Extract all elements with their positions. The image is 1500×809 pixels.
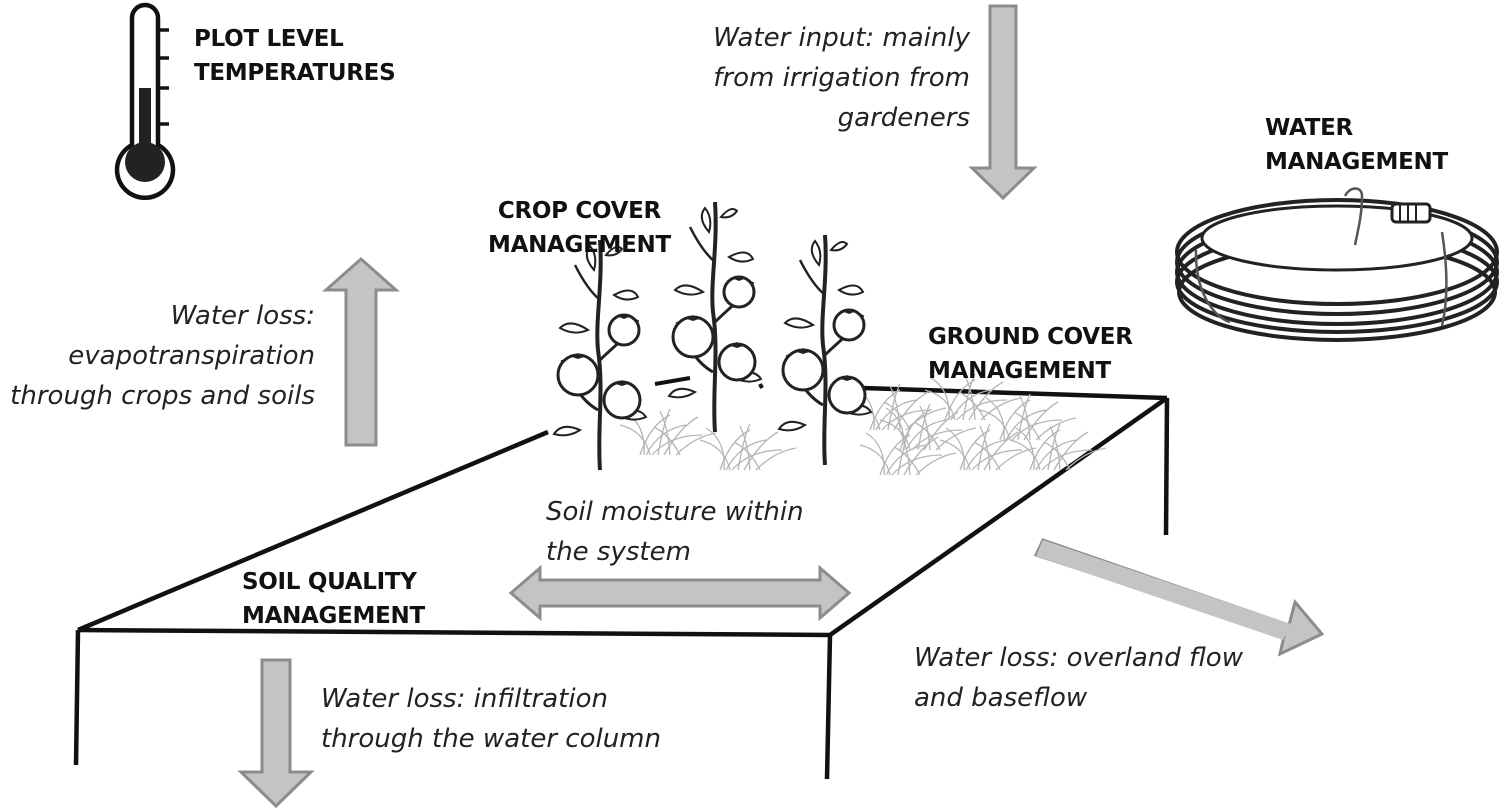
garden-hose-icon: [1175, 187, 1499, 342]
water-input-line-1: Water input: mainly: [713, 23, 970, 53]
water-management-line-1: WATER: [1265, 115, 1353, 141]
infiltration-line-1: Water loss: infiltration: [321, 684, 608, 714]
evapotranspiration-arrow: [322, 256, 400, 447]
soil-moisture-line-2: the system: [546, 537, 691, 567]
water-input-line-3: gardeners: [837, 103, 970, 133]
plot-temperatures-line-2: TEMPERATURES: [194, 60, 396, 86]
crop-cover-line-1: CROP COVER: [497, 198, 661, 224]
plot-temperatures-line-1: PLOT LEVEL: [194, 26, 344, 52]
infiltration-line-2: through the water column: [321, 724, 661, 754]
water-input-arrow: [968, 4, 1038, 201]
overland-flow-line-2: and baseflow: [914, 683, 1088, 713]
soil-moisture-arrow: [508, 564, 852, 622]
evapotranspiration-label: Water loss: evapotranspiration through c…: [10, 296, 315, 416]
soil-quality-line-1: SOIL QUALITY: [242, 569, 417, 595]
evapotranspiration-line-1: Water loss:: [170, 301, 315, 331]
ground-cover-line-1: GROUND COVER: [928, 324, 1133, 350]
ground-cover-line-2: MANAGEMENT: [928, 358, 1111, 384]
evapotranspiration-line-3: through crops and soils: [10, 381, 315, 411]
soil-moisture-label: Soil moisture within the system: [546, 492, 804, 572]
soil-quality-heading: SOIL QUALITY MANAGEMENT: [242, 565, 425, 633]
evapotranspiration-line-2: evapotranspiration: [68, 341, 315, 371]
water-management-heading: WATER MANAGEMENT: [1265, 111, 1448, 179]
ground-cover-heading: GROUND COVER MANAGEMENT: [928, 320, 1133, 388]
overland-flow-line-1: Water loss: overland flow: [914, 643, 1243, 673]
plot-temperatures-heading: PLOT LEVEL TEMPERATURES: [194, 22, 396, 90]
soil-quality-line-2: MANAGEMENT: [242, 603, 425, 629]
plot-box-outline: [73, 376, 1170, 780]
overland-flow-arrow: [1033, 538, 1325, 657]
thermometer-icon: [114, 2, 176, 201]
crop-cover-line-2: MANAGEMENT: [488, 232, 671, 258]
water-input-line-2: from irrigation from: [713, 63, 970, 93]
crop-cover-heading: CROP COVER MANAGEMENT: [488, 194, 671, 262]
water-management-line-2: MANAGEMENT: [1265, 149, 1448, 175]
overland-flow-label: Water loss: overland flow and baseflow: [914, 638, 1243, 718]
soil-moisture-line-1: Soil moisture within: [546, 497, 804, 527]
infiltration-arrow: [237, 658, 315, 809]
infiltration-label: Water loss: infiltration through the wat…: [321, 679, 661, 759]
water-input-label: Water input: mainly from irrigation from…: [713, 18, 970, 138]
